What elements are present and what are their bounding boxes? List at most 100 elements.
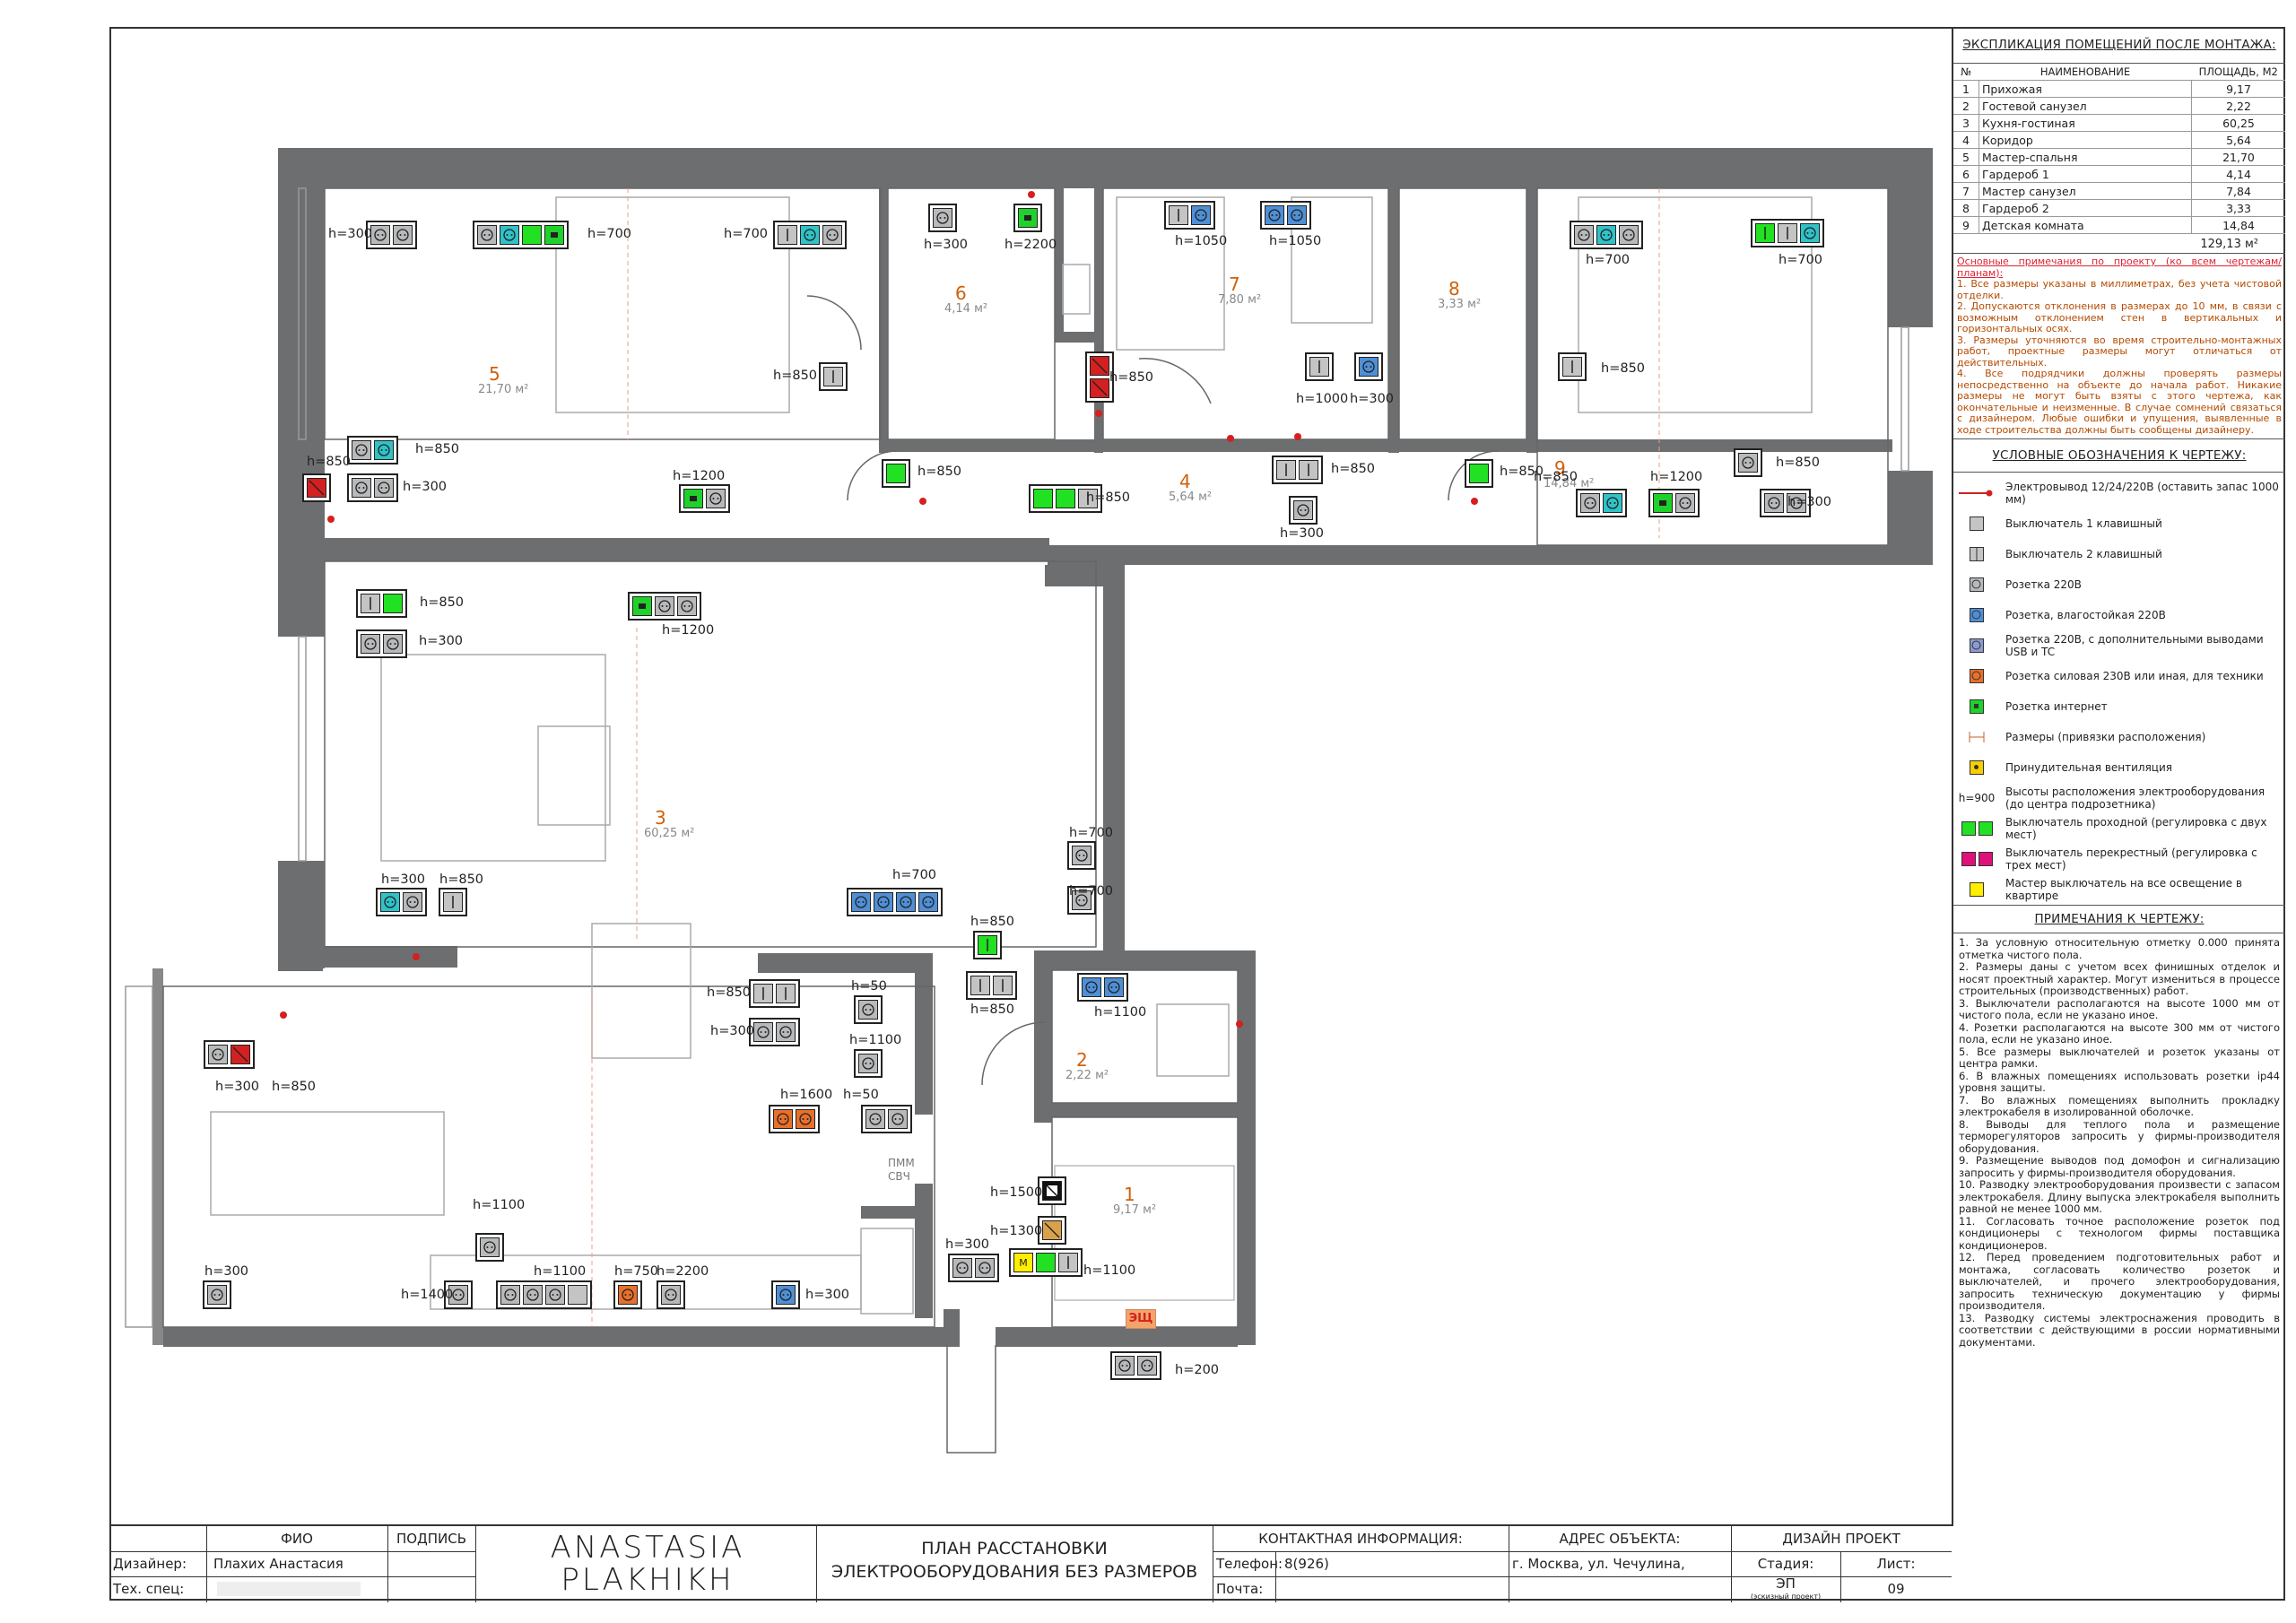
socket-usb-icon bbox=[800, 225, 820, 245]
height-label: h=1500 bbox=[990, 1185, 1043, 1200]
device-group bbox=[1038, 1176, 1066, 1205]
room-area: 9,17 м² bbox=[1113, 1203, 1157, 1217]
socket-icon bbox=[1293, 500, 1313, 520]
height-label: h=1100 bbox=[534, 1264, 587, 1279]
explication-cell-area: 9,17 bbox=[2191, 80, 2285, 98]
socket-icon bbox=[1787, 493, 1806, 513]
socket-icon bbox=[776, 1022, 796, 1042]
explication-cell-name: Прихожая bbox=[1979, 80, 2192, 98]
switch-2-icon bbox=[1169, 205, 1188, 225]
device-group bbox=[1465, 459, 1493, 488]
notes-bottom-title: ПРИМЕЧАНИЯ К ЧЕРТЕЖУ: bbox=[1953, 906, 2285, 933]
address-header: АДРЕС ОБЪЕКТА: bbox=[1559, 1531, 1681, 1547]
device-group bbox=[356, 589, 407, 618]
dimension-icon bbox=[1959, 726, 1995, 748]
socket-wet-icon bbox=[1104, 977, 1124, 997]
note-bottom-item: 13. Разводку системы электроснажения про… bbox=[1959, 1311, 2280, 1349]
height-label: h=850 bbox=[773, 369, 818, 383]
device-group bbox=[203, 1280, 231, 1309]
room-area: 2,22 м² bbox=[1065, 1069, 1109, 1082]
socket-icon bbox=[1574, 225, 1594, 245]
height-label: h=1200 bbox=[662, 623, 715, 638]
height-label: h=700 bbox=[1069, 884, 1114, 898]
height-label: h=300 bbox=[945, 1237, 990, 1252]
device-group bbox=[1570, 221, 1643, 249]
room-number: 6 bbox=[955, 282, 967, 304]
designer-label: Дизайнер: bbox=[113, 1556, 187, 1572]
device-group bbox=[973, 931, 1002, 959]
explication-cell-name: Гардероб 1 bbox=[1979, 165, 2192, 183]
height-label: h=850 bbox=[1601, 361, 1646, 376]
socket-usb-icon bbox=[380, 892, 400, 912]
legend-item: Электровывод 12/24/220В (оставить запас … bbox=[1953, 478, 2285, 508]
switch-2-icon bbox=[1058, 1253, 1078, 1272]
device-group bbox=[1760, 489, 1811, 517]
drawing-title: ПЛАН РАССТАНОВКИ ЭЛЕКТРООБОРУДОВАНИЯ БЕЗ… bbox=[816, 1537, 1213, 1584]
device-group bbox=[1077, 973, 1128, 1002]
explication-cell-name: Кухня-гостиная bbox=[1979, 114, 2192, 132]
device-group bbox=[1164, 201, 1215, 230]
room-area: 3,33 м² bbox=[1438, 298, 1482, 311]
socket-wet-icon bbox=[1191, 205, 1211, 225]
socket-icon bbox=[523, 1285, 543, 1305]
mail-label: Почта: bbox=[1216, 1581, 1264, 1597]
switch-2-icon bbox=[1309, 357, 1329, 377]
notes-top-title: Основные примечания по проекту (ко всем … bbox=[1957, 256, 2282, 279]
master-switch-icon bbox=[1959, 879, 1995, 900]
device-group bbox=[1013, 204, 1042, 232]
socket-wet-icon bbox=[1265, 205, 1284, 225]
socket-icon bbox=[822, 225, 842, 245]
device-group bbox=[1038, 1216, 1066, 1245]
explication-cell-name: Мастер-спальня bbox=[1979, 148, 2192, 166]
device-group bbox=[679, 484, 730, 513]
sheet-frame bbox=[109, 27, 2285, 1601]
socket-icon bbox=[383, 634, 403, 654]
socket-wet-icon bbox=[776, 1285, 796, 1305]
switch-pass-icon bbox=[1056, 489, 1075, 508]
socket-internet-icon bbox=[632, 596, 652, 616]
device-group bbox=[439, 888, 467, 916]
outlet-wire-icon bbox=[1294, 433, 1301, 440]
height-label: h=1000 bbox=[1296, 392, 1349, 406]
legend-item: Принудительная вентиляция bbox=[1953, 752, 2285, 783]
socket-icon bbox=[1764, 493, 1784, 513]
device-group bbox=[771, 1280, 800, 1309]
switch-red-icon bbox=[230, 1045, 250, 1064]
explication-cell-no: 2 bbox=[1953, 97, 1979, 115]
socket-icon bbox=[1580, 493, 1600, 513]
drawing-title-line-1: ПЛАН РАССТАНОВКИ bbox=[921, 1539, 1108, 1558]
switch-pass-icon bbox=[886, 464, 906, 483]
room-area: 4,14 м² bbox=[944, 302, 988, 316]
legend-text: Розетка силовая 230В или иная, для техни… bbox=[2005, 670, 2264, 682]
master-switch-icon: M bbox=[1013, 1253, 1033, 1272]
explication-block: ЭКСПЛИКАЦИЯ ПОМЕЩЕНИЙ ПОСЛЕ МОНТАЖА: № Н… bbox=[1953, 27, 2285, 254]
height-label: h=850 bbox=[707, 985, 752, 1000]
device-group bbox=[819, 362, 848, 391]
alarm-panel-icon bbox=[1042, 1220, 1062, 1240]
legend-item: Розетка, влагостойкая 220В bbox=[1953, 600, 2285, 630]
sign-header: ПОДПИСЬ bbox=[396, 1531, 467, 1547]
height-label: h=1100 bbox=[1083, 1263, 1136, 1278]
height-label: h=300 bbox=[215, 1080, 260, 1094]
outlet-wire-icon bbox=[1471, 498, 1478, 505]
contact-header: КОНТАКТНАЯ ИНФОРМАЦИЯ: bbox=[1258, 1531, 1463, 1547]
device-group bbox=[966, 971, 1017, 1000]
height-label: h=300 bbox=[419, 634, 464, 648]
room-area: 14,84 м² bbox=[1544, 477, 1595, 490]
socket-wet-icon bbox=[1082, 977, 1101, 997]
socket-icon bbox=[352, 478, 371, 498]
socket-icon bbox=[208, 1045, 228, 1064]
socket-power-icon bbox=[1959, 665, 1995, 687]
height-label: h=700 bbox=[1586, 253, 1631, 267]
explication-cell-no: 8 bbox=[1953, 199, 1979, 217]
legend-text: Выключатель проходной (регулировка с дву… bbox=[2005, 816, 2267, 841]
height-label: h=1100 bbox=[849, 1033, 902, 1047]
height-label: h=700 bbox=[1069, 826, 1114, 840]
notes-bottom-block: ПРИМЕЧАНИЯ К ЧЕРТЕЖУ: 1. За условную отн… bbox=[1953, 906, 2285, 1352]
device-group bbox=[366, 221, 417, 249]
